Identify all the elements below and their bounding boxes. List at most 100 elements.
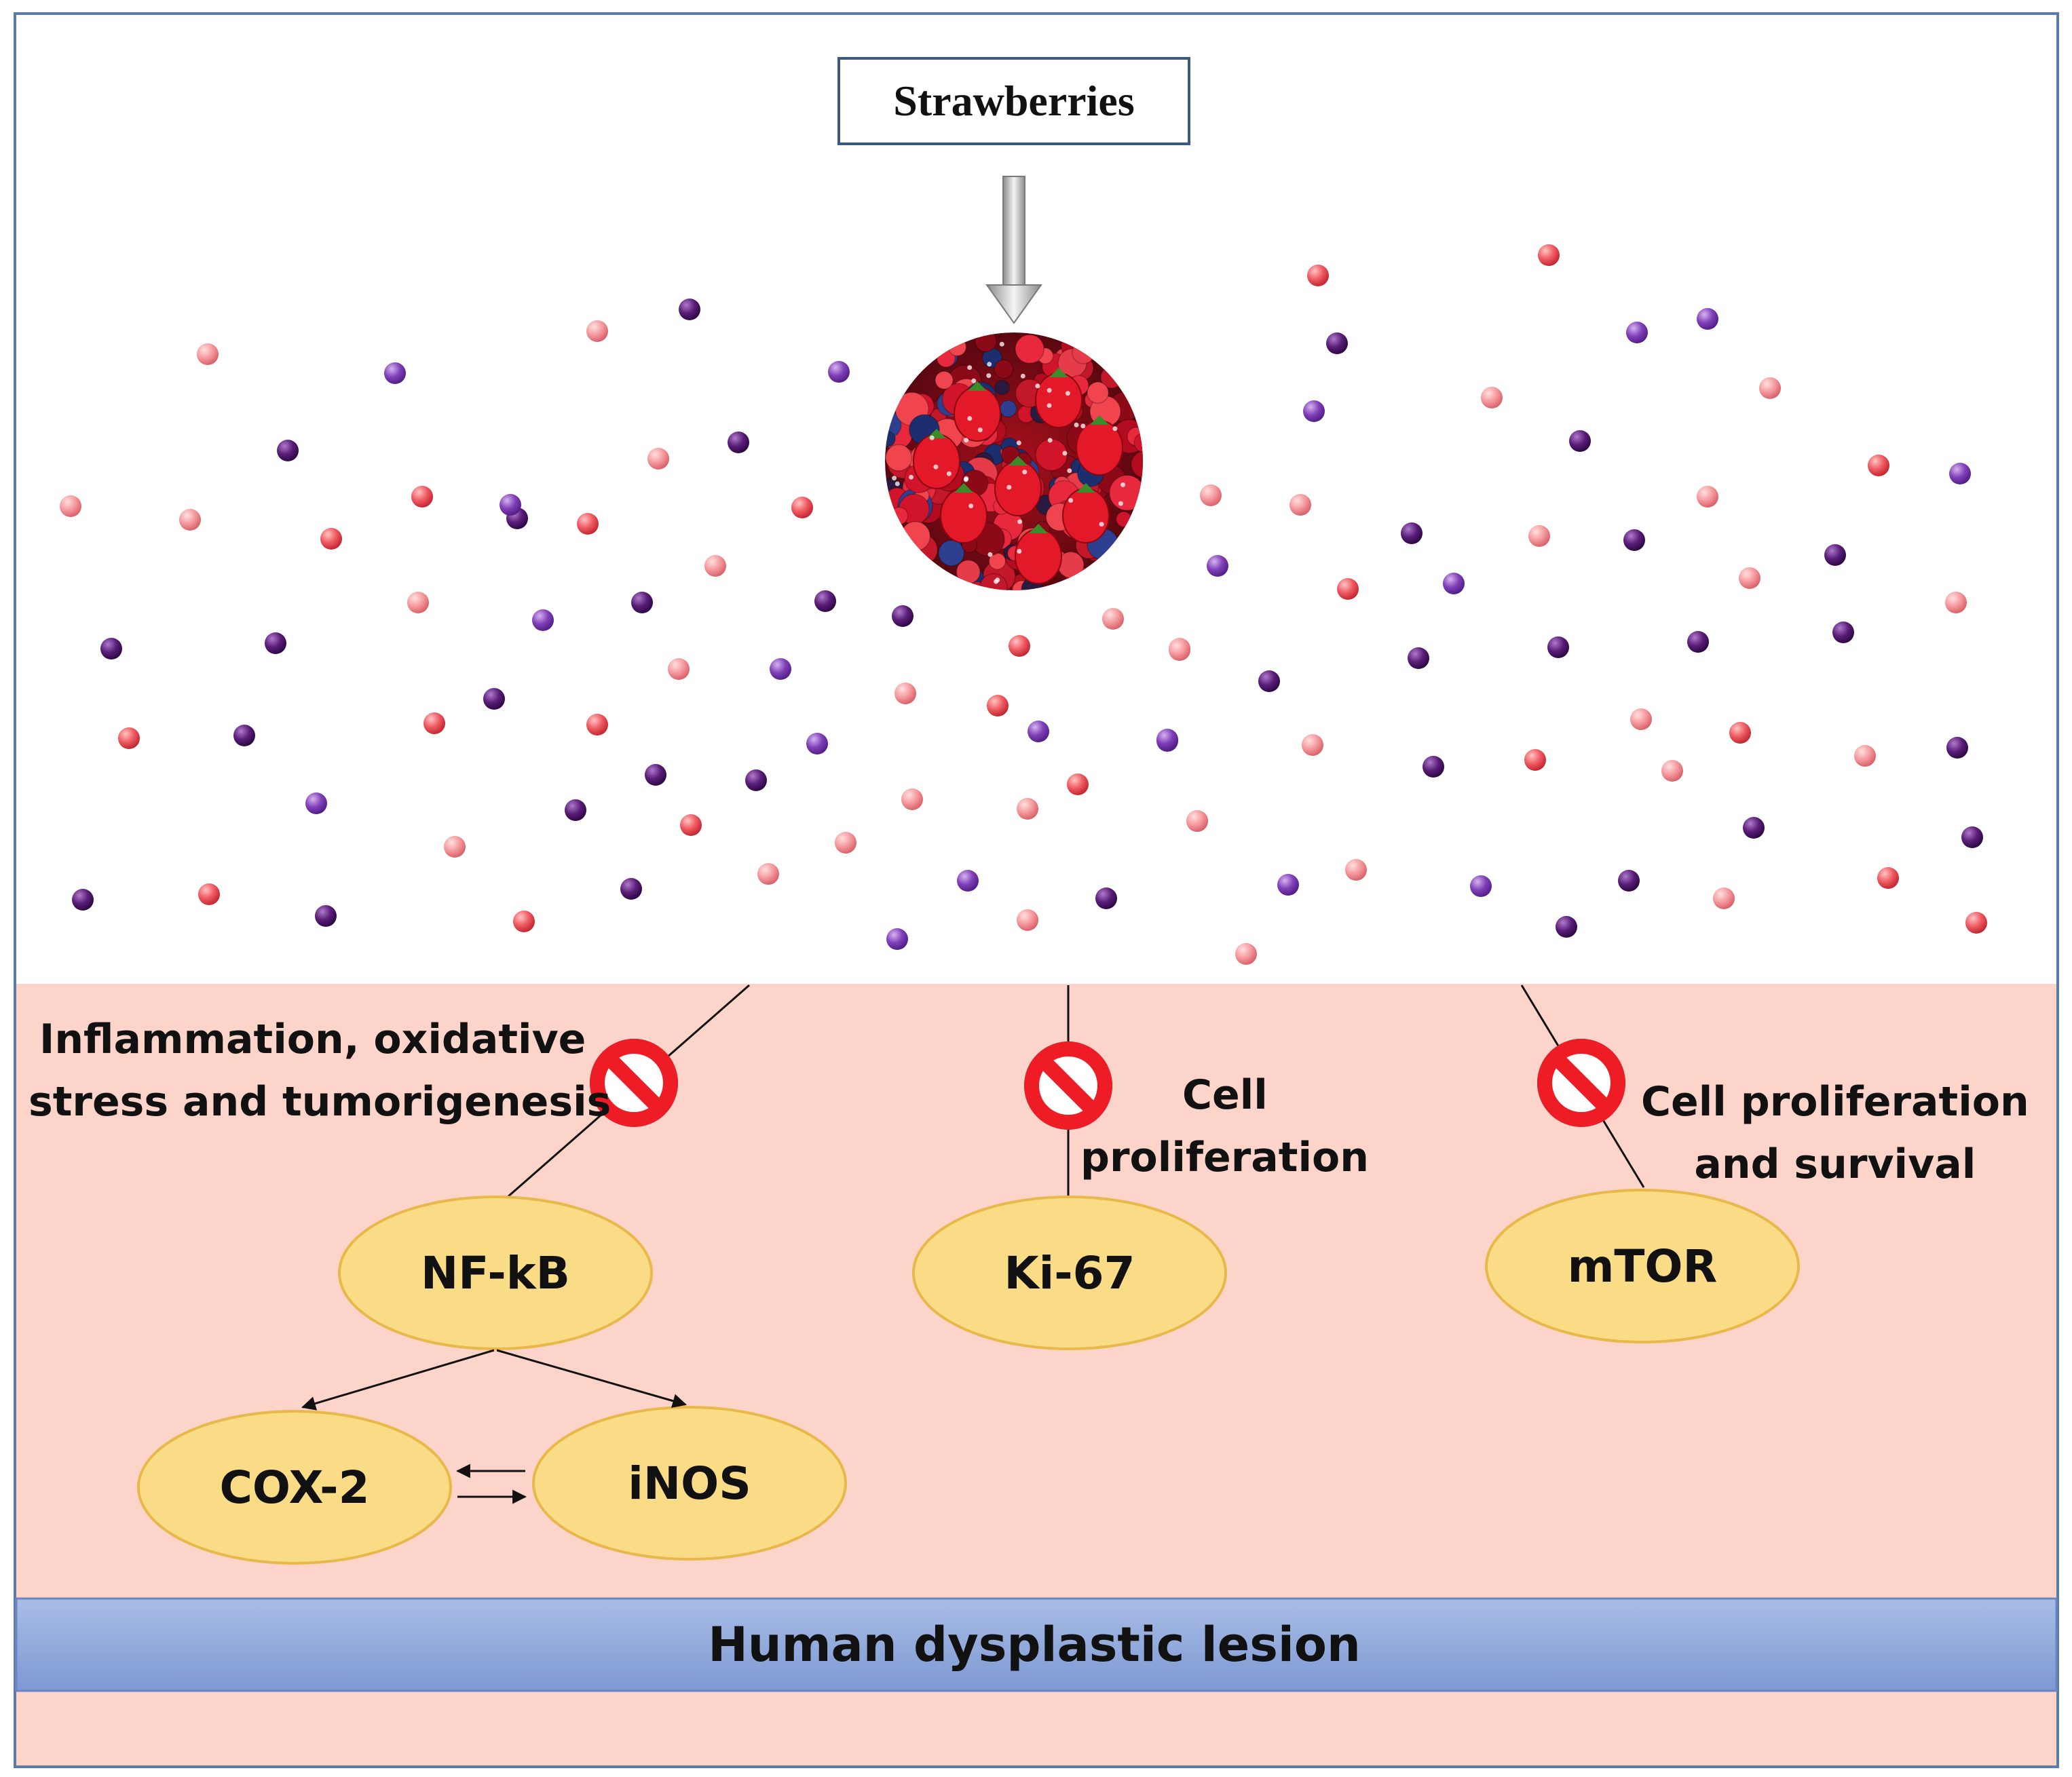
particle bbox=[1289, 494, 1311, 516]
particle bbox=[577, 513, 599, 535]
particle bbox=[305, 792, 327, 814]
effect-label-line: and survival bbox=[1694, 1141, 1976, 1188]
particle bbox=[1470, 875, 1492, 897]
particle bbox=[1569, 430, 1591, 452]
particle bbox=[500, 494, 521, 516]
particle bbox=[1337, 578, 1359, 600]
particle bbox=[532, 609, 554, 631]
particle bbox=[1307, 265, 1329, 286]
particle bbox=[1524, 749, 1546, 771]
particle bbox=[620, 878, 642, 900]
particle bbox=[1345, 859, 1367, 881]
arrow-nfkb-inos bbox=[496, 1349, 687, 1408]
effect-label-line: Cell bbox=[1182, 1071, 1268, 1119]
particle bbox=[233, 725, 255, 746]
particle bbox=[315, 905, 337, 927]
effect-label-nfkb: Inflammation, oxidative stress and tumor… bbox=[29, 1008, 611, 1133]
particle bbox=[1961, 826, 1983, 848]
particle bbox=[197, 343, 219, 365]
particle bbox=[1401, 522, 1423, 544]
particle bbox=[72, 889, 94, 911]
inhibit-icon bbox=[1537, 1039, 1625, 1127]
particle bbox=[1626, 322, 1648, 343]
tissue-label: Human dysplastic lesion bbox=[708, 1617, 1361, 1673]
particle bbox=[987, 695, 1009, 716]
particle bbox=[1618, 870, 1640, 892]
particle bbox=[1630, 708, 1652, 730]
node-cox2: COX-2 bbox=[219, 1461, 370, 1514]
particle bbox=[1235, 943, 1257, 965]
particle bbox=[1102, 608, 1124, 630]
particle bbox=[60, 495, 81, 517]
particle bbox=[1854, 745, 1876, 767]
particle bbox=[1556, 916, 1577, 938]
node-ki67-shape bbox=[912, 1196, 1227, 1350]
particle bbox=[901, 788, 923, 810]
particle bbox=[1258, 670, 1280, 692]
particle bbox=[384, 362, 406, 384]
particle-field bbox=[60, 244, 1987, 965]
particle bbox=[1949, 463, 1971, 484]
particle bbox=[118, 727, 140, 749]
particle bbox=[828, 361, 850, 383]
node-inos-shape bbox=[532, 1406, 847, 1561]
node-nfkb: NF-kB bbox=[421, 1246, 570, 1299]
particle bbox=[1443, 573, 1465, 594]
particle bbox=[1017, 798, 1038, 820]
particle bbox=[586, 320, 608, 342]
particle bbox=[704, 555, 726, 577]
lesion-band bbox=[15, 1597, 2058, 1692]
particle bbox=[645, 764, 666, 786]
particle bbox=[565, 799, 586, 821]
particle bbox=[1303, 400, 1325, 422]
particle bbox=[770, 658, 791, 680]
effect-label-line: proliferation bbox=[1080, 1134, 1369, 1181]
particle bbox=[1743, 817, 1765, 839]
effect-label-line: Inflammation, oxidative bbox=[39, 1016, 586, 1063]
particle bbox=[1623, 529, 1645, 551]
particle bbox=[100, 638, 122, 660]
particle bbox=[198, 883, 220, 905]
particle bbox=[728, 432, 749, 453]
particle bbox=[423, 712, 445, 734]
particle bbox=[680, 814, 702, 836]
particle bbox=[1481, 387, 1503, 408]
particle bbox=[513, 911, 535, 932]
particle bbox=[1877, 867, 1899, 889]
node-mtor: mTOR bbox=[1567, 1240, 1718, 1293]
inhibit-icon bbox=[590, 1039, 678, 1127]
particle bbox=[1739, 567, 1760, 589]
particle bbox=[265, 632, 286, 654]
particle bbox=[277, 440, 299, 461]
particle bbox=[1759, 377, 1781, 399]
particle bbox=[1729, 722, 1751, 744]
particle bbox=[1028, 721, 1049, 742]
particle bbox=[1408, 647, 1429, 669]
node-inos: iNOS bbox=[628, 1457, 751, 1510]
inhibit-icon bbox=[1024, 1042, 1112, 1130]
particle bbox=[1528, 525, 1550, 547]
particle bbox=[444, 836, 466, 858]
particle bbox=[1538, 244, 1560, 266]
particle bbox=[814, 590, 836, 612]
particle bbox=[892, 605, 913, 627]
particle bbox=[1687, 631, 1709, 653]
particle bbox=[757, 863, 779, 885]
particle bbox=[1697, 486, 1718, 508]
source-box: Strawberries bbox=[837, 57, 1190, 145]
particle bbox=[835, 832, 856, 854]
particle bbox=[791, 497, 813, 518]
particle bbox=[1277, 874, 1299, 896]
particle bbox=[1965, 912, 1987, 934]
particle bbox=[806, 733, 828, 754]
particle bbox=[647, 448, 669, 470]
particle bbox=[320, 528, 342, 550]
particle bbox=[1868, 455, 1889, 476]
berries-image bbox=[885, 332, 1143, 590]
particle bbox=[1661, 760, 1683, 782]
particle bbox=[1547, 636, 1569, 658]
node-ki67: Ki-67 bbox=[1004, 1246, 1135, 1299]
effect-label-line: stress and tumorigenesis bbox=[29, 1078, 611, 1126]
